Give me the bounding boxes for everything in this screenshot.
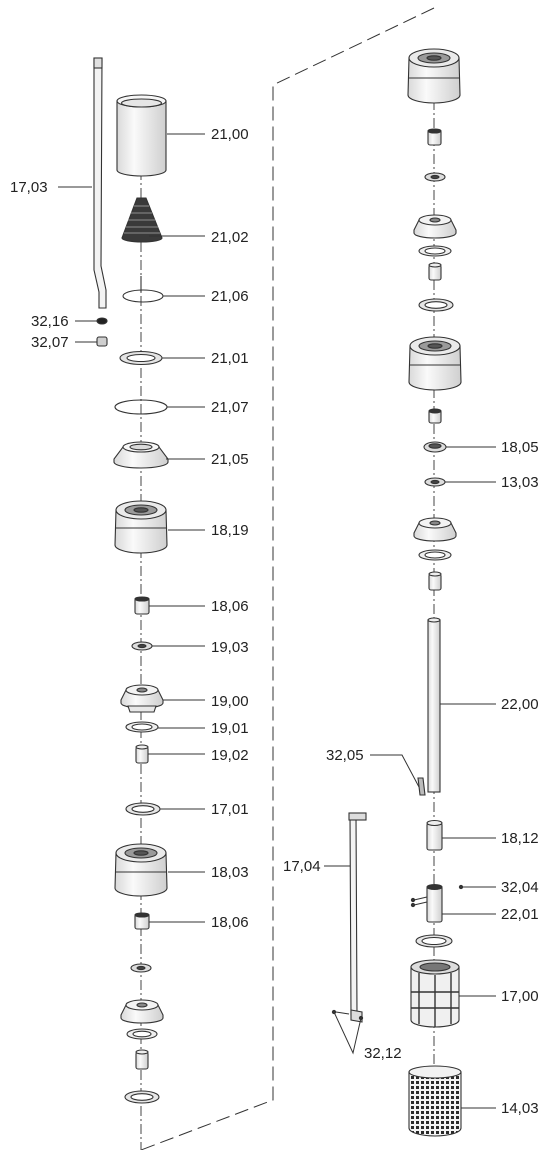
part-14-03-strainer xyxy=(408,1065,462,1137)
label-18-06-upper: 18,06 xyxy=(211,598,249,615)
label-21-07: 21,07 xyxy=(211,399,249,416)
part-17-03-cable-guard xyxy=(93,57,107,309)
label-19-00: 19,00 xyxy=(211,693,249,710)
part-18-06-bushing-b xyxy=(134,912,150,930)
label-17-03: 17,03 xyxy=(10,179,48,196)
label-21-05: 21,05 xyxy=(211,451,249,468)
part-19-03-washer xyxy=(131,641,153,651)
assembly-axes xyxy=(140,7,435,1150)
part-lower-sleeve xyxy=(135,1049,149,1070)
part-13-03-washer xyxy=(424,477,446,487)
label-19-03: 19,03 xyxy=(211,639,249,656)
part-21-01-ring xyxy=(119,350,163,366)
part-mid-impeller-right xyxy=(413,517,457,542)
label-18-12: 18,12 xyxy=(501,830,539,847)
label-32-07: 32,07 xyxy=(31,334,69,351)
part-19-00-impeller xyxy=(120,684,164,713)
part-17-00-top-ring xyxy=(415,934,453,948)
part-21-05-base xyxy=(113,441,169,469)
part-21-02-cone xyxy=(121,197,163,243)
part-top-washer-right xyxy=(424,172,446,182)
label-18-05: 18,05 xyxy=(501,439,539,456)
part-17-00-suction-housing xyxy=(410,959,460,1028)
part-mid-bowl-right xyxy=(408,336,462,391)
part-lower-ring-a xyxy=(126,1028,158,1040)
part-mid-ring-right xyxy=(418,298,454,312)
part-32-04-screws xyxy=(410,884,464,908)
label-18-19: 18,19 xyxy=(211,522,249,539)
part-lower-impeller xyxy=(120,999,164,1024)
part-18-12-coupling xyxy=(426,819,443,851)
part-32-16-washer xyxy=(96,317,108,325)
part-top-sleeve-right xyxy=(428,262,442,281)
fold-line xyxy=(140,7,435,1150)
part-21-06-ring xyxy=(122,276,164,303)
label-19-01: 19,01 xyxy=(211,720,249,737)
label-32-05: 32,05 xyxy=(326,747,364,764)
label-21-02: 21,02 xyxy=(211,229,249,246)
label-17-04: 17,04 xyxy=(283,858,321,875)
part-21-00-cover xyxy=(116,94,167,177)
label-17-01: 17,01 xyxy=(211,801,249,818)
label-21-01: 21,01 xyxy=(211,350,249,367)
part-18-03-bowl xyxy=(114,843,168,897)
label-21-06: 21,06 xyxy=(211,288,249,305)
part-17-04-cable-guard xyxy=(348,812,367,1023)
part-22-01-coupling xyxy=(426,883,443,923)
part-lower-ring-b xyxy=(124,1090,160,1104)
part-22-00-shaft xyxy=(427,617,441,793)
part-32-07-nut xyxy=(96,336,108,347)
label-19-02: 19,02 xyxy=(211,747,249,764)
label-18-03: 18,03 xyxy=(211,864,249,881)
label-22-01: 22,01 xyxy=(501,906,539,923)
part-19-01-ring xyxy=(125,721,159,733)
part-32-05-key xyxy=(417,777,426,796)
label-18-06-lower: 18,06 xyxy=(211,914,249,931)
label-32-12: 32,12 xyxy=(364,1045,402,1062)
label-17-00: 17,00 xyxy=(501,988,539,1005)
label-32-16: 32,16 xyxy=(31,313,69,330)
part-18-05-ring xyxy=(423,441,447,453)
part-top-ring-right xyxy=(418,245,452,257)
part-mid-ring2-right xyxy=(418,549,452,561)
label-14-03: 14,03 xyxy=(501,1100,539,1117)
part-mid-bushing-right xyxy=(428,408,442,424)
label-32-04: 32,04 xyxy=(501,879,539,896)
part-labels: 17,03 32,16 32,07 21,00 21,02 21,06 21,0… xyxy=(10,126,539,1117)
part-top-bowl-right xyxy=(407,48,461,104)
part-18-06-bushing-a xyxy=(134,596,150,615)
part-mid-sleeve-right xyxy=(428,571,442,591)
part-lower-washer xyxy=(130,963,152,973)
part-top-impeller-right xyxy=(413,214,457,239)
label-22-00: 22,00 xyxy=(501,696,539,713)
part-18-19-bowl xyxy=(114,500,168,554)
label-13-03: 13,03 xyxy=(501,474,539,491)
part-17-01-ring xyxy=(125,802,161,816)
label-21-00: 21,00 xyxy=(211,126,249,143)
part-top-bushing-right xyxy=(427,128,442,146)
leader-lines xyxy=(58,133,496,1109)
part-19-02-sleeve xyxy=(135,744,149,764)
